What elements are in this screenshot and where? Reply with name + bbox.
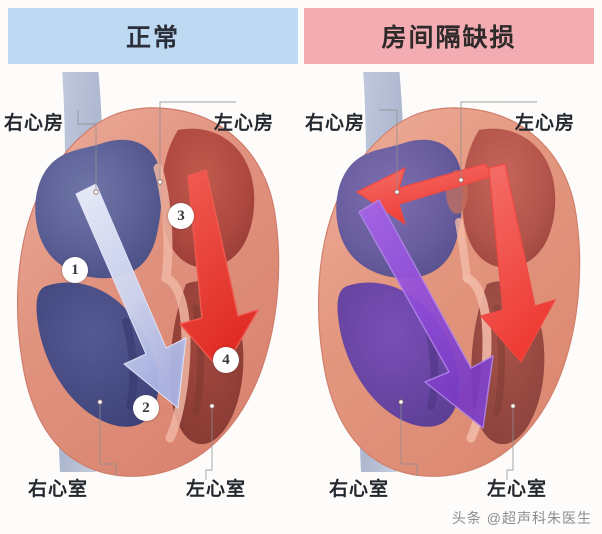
normal-heart-panel: 右心房 左心房 右心室 左心室 1 2 3 4 (0, 72, 301, 506)
label-right-atrium-asd: 右心房 (305, 113, 366, 134)
leader-endpoints (394, 177, 516, 409)
leader-lines (77, 101, 236, 480)
mixed-flow-arrow (358, 199, 494, 430)
label-right-ventricle-asd: 右心室 (329, 479, 390, 500)
label-right-atrium-normal: 右心房 (4, 113, 65, 134)
label-right-ventricle-normal: 右心室 (28, 479, 89, 500)
venous-flow-arrow (75, 183, 187, 409)
marker-1: 1 (62, 257, 88, 283)
panel-header-row: 正常 房间隔缺损 (8, 8, 594, 64)
label-left-atrium-asd: 左心房 (515, 113, 576, 134)
septum (153, 163, 191, 443)
marker-3: 3 (168, 203, 194, 229)
asd-heart-panel: 右心房 左心房 右心室 左心室 (301, 72, 602, 506)
leader-lines (379, 101, 537, 480)
asd-heart-illustration (317, 72, 581, 480)
leader-endpoints (93, 179, 215, 409)
header-asd: 房间隔缺损 (304, 8, 594, 64)
header-normal: 正常 (8, 8, 298, 64)
label-left-ventricle-asd: 左心室 (487, 479, 548, 500)
normal-heart-illustration (16, 72, 280, 480)
septum-lower-remnant (455, 218, 471, 282)
label-left-atrium-normal: 左心房 (214, 113, 275, 134)
marker-4: 4 (213, 347, 239, 373)
watermark: 头条 @超声科朱医生 (451, 510, 592, 526)
marker-2: 2 (133, 395, 159, 421)
arterial-flow-arrow (178, 169, 260, 374)
arterial-flow-arrow (479, 163, 557, 364)
label-left-ventricle-normal: 左心室 (186, 479, 247, 500)
